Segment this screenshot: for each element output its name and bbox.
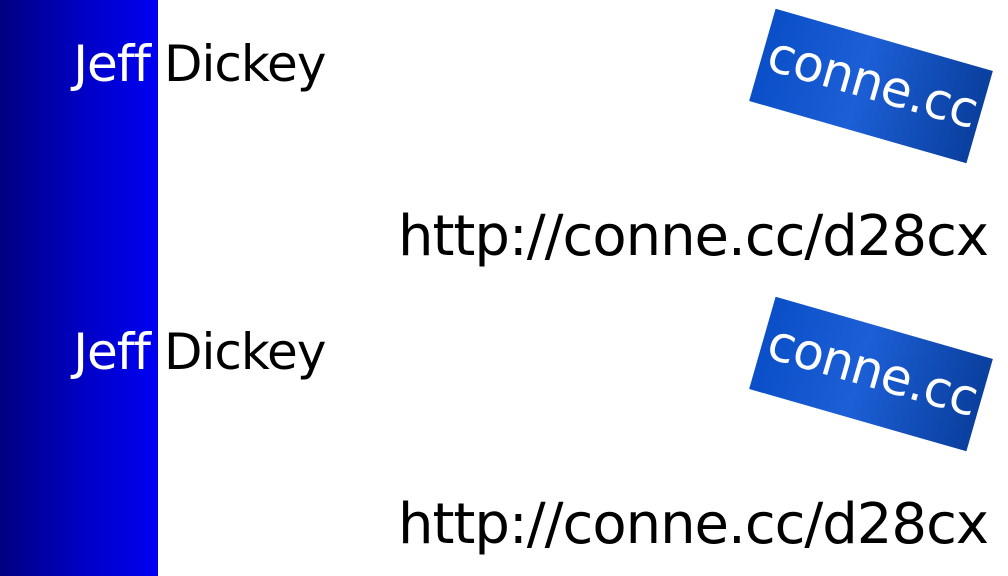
- side-color-bar: [0, 288, 158, 576]
- first-name: Jeff: [73, 323, 151, 381]
- card-url: http://conne.cc/d28cx: [397, 204, 989, 269]
- last-name: Dickey: [164, 35, 326, 93]
- business-card: Jeff Dickey conne.cc http://conne.cc/d28…: [0, 288, 1008, 576]
- last-name: Dickey: [164, 323, 326, 381]
- business-card: Jeff Dickey conne.cc http://conne.cc/d28…: [0, 0, 993, 288]
- logo-text: conne.cc: [761, 24, 985, 140]
- first-name: Jeff: [73, 35, 151, 93]
- logo-text: conne.cc: [761, 312, 985, 428]
- conne-cc-logo: conne.cc: [749, 296, 993, 452]
- conne-cc-logo: conne.cc: [749, 8, 993, 164]
- card-url: http://conne.cc/d28cx: [397, 492, 989, 557]
- side-color-bar: [0, 0, 158, 288]
